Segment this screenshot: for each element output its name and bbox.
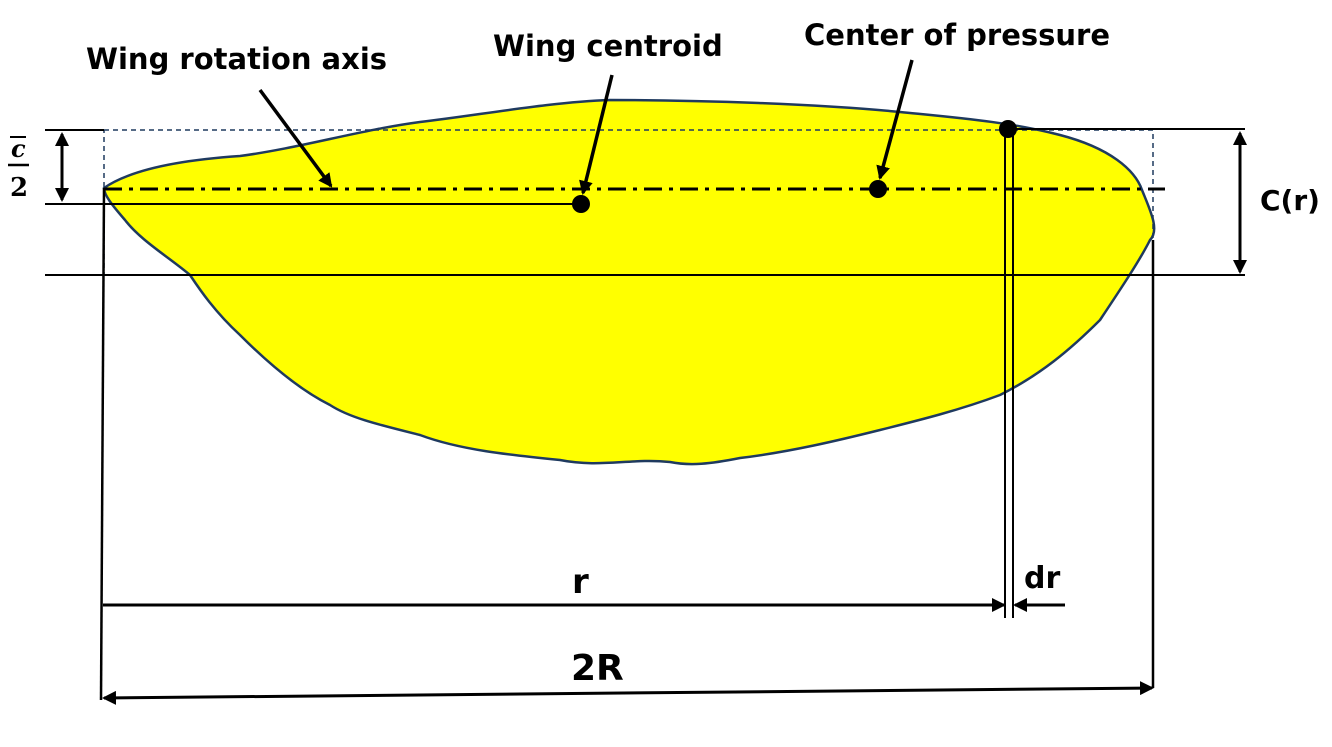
wing-shape xyxy=(102,98,1156,466)
radius-label: r xyxy=(572,562,589,602)
chord-label: C(r) xyxy=(1260,184,1320,217)
half-chord-denominator: 2 xyxy=(10,173,28,203)
center-of-pressure-label: Center of pressure xyxy=(804,18,1110,52)
span-label: 2R xyxy=(571,648,624,689)
centroid-leader-arrow xyxy=(579,74,614,195)
half-chord-numerator: c xyxy=(11,134,26,163)
span-arrow xyxy=(102,681,1154,705)
leading-edge-point xyxy=(999,120,1017,138)
left-boundary-line xyxy=(99,187,106,701)
centroid-point xyxy=(572,195,590,213)
strip-label: dr xyxy=(1024,561,1060,596)
rotation-axis-label: Wing rotation axis xyxy=(86,42,387,76)
centroid-label: Wing centroid xyxy=(493,29,723,63)
center-of-pressure-point xyxy=(869,180,887,198)
center-of-pressure-leader-arrow xyxy=(876,59,914,180)
rotation-axis-leader-arrow xyxy=(258,88,333,188)
